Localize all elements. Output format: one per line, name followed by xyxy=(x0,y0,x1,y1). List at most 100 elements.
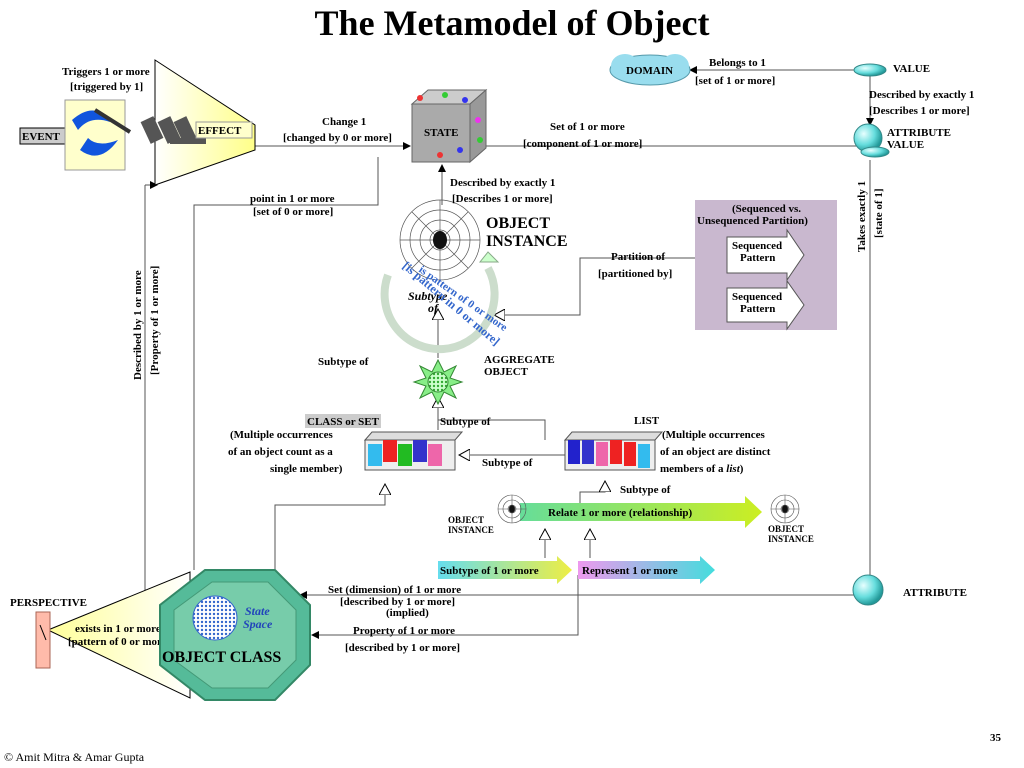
sequenced-pattern-2a: Sequenced xyxy=(732,291,782,303)
subtype-of-1-or-more-label: Subtype of 1 or more xyxy=(440,565,539,577)
class-desc-1: (Multiple occurrences xyxy=(230,429,333,441)
point-in-label-2: [set of 0 or more] xyxy=(253,206,333,218)
effect-label: EFFECT xyxy=(198,125,242,137)
small-instance-left-1: OBJECT xyxy=(448,515,484,525)
relate-arrow xyxy=(520,496,762,528)
triggers-label-1: Triggers 1 or more xyxy=(62,66,150,78)
exists-in-1: exists in 1 or more xyxy=(75,623,161,635)
aggregate-object-icon xyxy=(412,358,464,406)
state-space-label-2: Space xyxy=(243,617,273,631)
set-dimension-2: [described by 1 or more] xyxy=(340,596,455,608)
set-of-label-2: [component of 1 or more] xyxy=(523,138,642,150)
subtype-of-italic-1: Subtype xyxy=(408,289,448,303)
page-title: The Metamodel of Object xyxy=(314,3,710,43)
list-desc-3: members of a xyxy=(660,463,724,475)
subtype-of-1-or-more-arrow xyxy=(438,556,572,584)
value-disc xyxy=(853,63,887,77)
belongs-label-2: [set of 1 or more] xyxy=(695,75,775,87)
object-instance-web-icon xyxy=(399,199,481,281)
sequenced-pattern-arrow-2 xyxy=(726,279,805,331)
aggregate-label-2: OBJECT xyxy=(484,366,529,378)
list-desc-2: of an object are distinct xyxy=(660,446,771,458)
set-dimension-3: (implied) xyxy=(386,607,429,619)
described-exactly-value-2: [Describes 1 or more] xyxy=(869,105,970,117)
domain-label: DOMAIN xyxy=(626,65,673,77)
list-desc-1: (Multiple occurrences xyxy=(662,429,765,441)
subtype-of-aggregate: Subtype of xyxy=(318,356,369,368)
property-of-2: [described by 1 or more] xyxy=(345,642,460,654)
class-desc-3: single member) xyxy=(270,463,343,475)
point-in-label-1: point in 1 or more xyxy=(250,193,335,205)
partition-label-2: [partitioned by] xyxy=(598,268,672,280)
described-by-1-or-more-1: Described by 1 or more xyxy=(132,270,144,380)
subtype-of-class: Subtype of xyxy=(440,416,491,428)
aggregate-label-1: AGGREGATE xyxy=(484,354,555,366)
seq-title-2: Unsequenced Partition) xyxy=(697,215,808,227)
attribute-sphere xyxy=(852,574,884,606)
object-class-octagon xyxy=(159,569,311,701)
sequenced-pattern-2b: Pattern xyxy=(740,303,775,315)
event-label: EVENT xyxy=(22,131,61,143)
change-label-2: [changed by 0 or more] xyxy=(283,132,392,144)
object-instance-label-2: INSTANCE xyxy=(486,233,568,250)
small-instance-web-left xyxy=(497,494,527,524)
object-instance-label-1: OBJECT xyxy=(486,215,550,232)
state-cube xyxy=(410,88,488,164)
described-by-1-or-more-2: [Property of 1 or more] xyxy=(149,266,161,375)
takes-exactly-label-1: Takes exactly 1 xyxy=(856,181,868,252)
attribute-value-label-2: VALUE xyxy=(887,139,924,151)
small-instance-left-2: INSTANCE xyxy=(448,525,494,535)
object-class-label: OBJECT CLASS xyxy=(162,649,281,666)
subtype-of-italic-2: of xyxy=(428,301,439,315)
subtype-of-relationship: Subtype of xyxy=(620,484,671,496)
domain-cloud xyxy=(609,54,691,86)
event-icon xyxy=(64,99,132,171)
list-label: LIST xyxy=(634,415,660,427)
described-by-exactly-label-1: Described by exactly 1 xyxy=(450,177,555,189)
small-instance-web-right xyxy=(770,494,800,524)
set-of-label-1: Set of 1 or more xyxy=(550,121,625,133)
footer-copyright: © Amit Mitra & Amar Gupta xyxy=(4,750,145,764)
sequenced-pattern-1a: Sequenced xyxy=(732,240,782,252)
state-space-label-1: State xyxy=(245,604,270,618)
list-desc-5: ) xyxy=(740,463,744,475)
attribute-label: ATTRIBUTE xyxy=(903,587,967,599)
class-or-set-icon xyxy=(363,431,464,471)
represent-label: Represent 1 or more xyxy=(582,565,678,577)
property-of-1: Property of 1 or more xyxy=(353,625,455,637)
small-instance-right-1: OBJECT xyxy=(768,524,804,534)
pattern-loop-arrow xyxy=(380,266,499,354)
exists-in-2: [pattern of 0 or more] xyxy=(68,636,170,648)
subtype-of-list: Subtype of xyxy=(482,457,533,469)
page-number: 35 xyxy=(990,732,1001,744)
takes-exactly-label-2: [state of 1] xyxy=(873,189,885,238)
list-icon xyxy=(563,431,664,471)
class-desc-2: of an object count as a xyxy=(228,446,333,458)
change-label-1: Change 1 xyxy=(322,116,366,128)
class-or-set-box xyxy=(305,414,381,428)
perspective-icon xyxy=(35,611,51,669)
sequenced-pattern-arrow-1 xyxy=(726,228,805,282)
belongs-label-1: Belongs to 1 xyxy=(709,57,766,69)
effect-box xyxy=(195,121,253,139)
small-instance-right-2: INSTANCE xyxy=(768,534,814,544)
perspective-label: PERSPECTIVE xyxy=(10,597,87,609)
list-desc-4: list xyxy=(726,463,740,475)
sequenced-pattern-1b: Pattern xyxy=(740,252,775,264)
state-label: STATE xyxy=(424,127,458,139)
svg-text:members of a list): members of a list) xyxy=(660,463,744,475)
relate-label: Relate 1 or more (relationship) xyxy=(548,507,693,519)
state-space-icon xyxy=(192,595,238,641)
value-label: VALUE xyxy=(893,63,930,75)
connector-lines xyxy=(144,66,874,639)
described-by-exactly-label-2: [Describes 1 or more] xyxy=(452,193,553,205)
effect-icon xyxy=(140,116,206,144)
represent-arrow xyxy=(578,556,715,584)
seq-title-1: (Sequenced vs. xyxy=(732,203,801,215)
set-dimension-1: Set (dimension) of 1 or more xyxy=(328,584,461,596)
attribute-value-label-1: ATTRIBUTE xyxy=(887,127,951,139)
triggers-label-2: [triggered by 1] xyxy=(70,81,143,93)
class-or-set-label: CLASS or SET xyxy=(307,416,380,428)
described-exactly-value-1: Described by exactly 1 xyxy=(869,89,974,101)
